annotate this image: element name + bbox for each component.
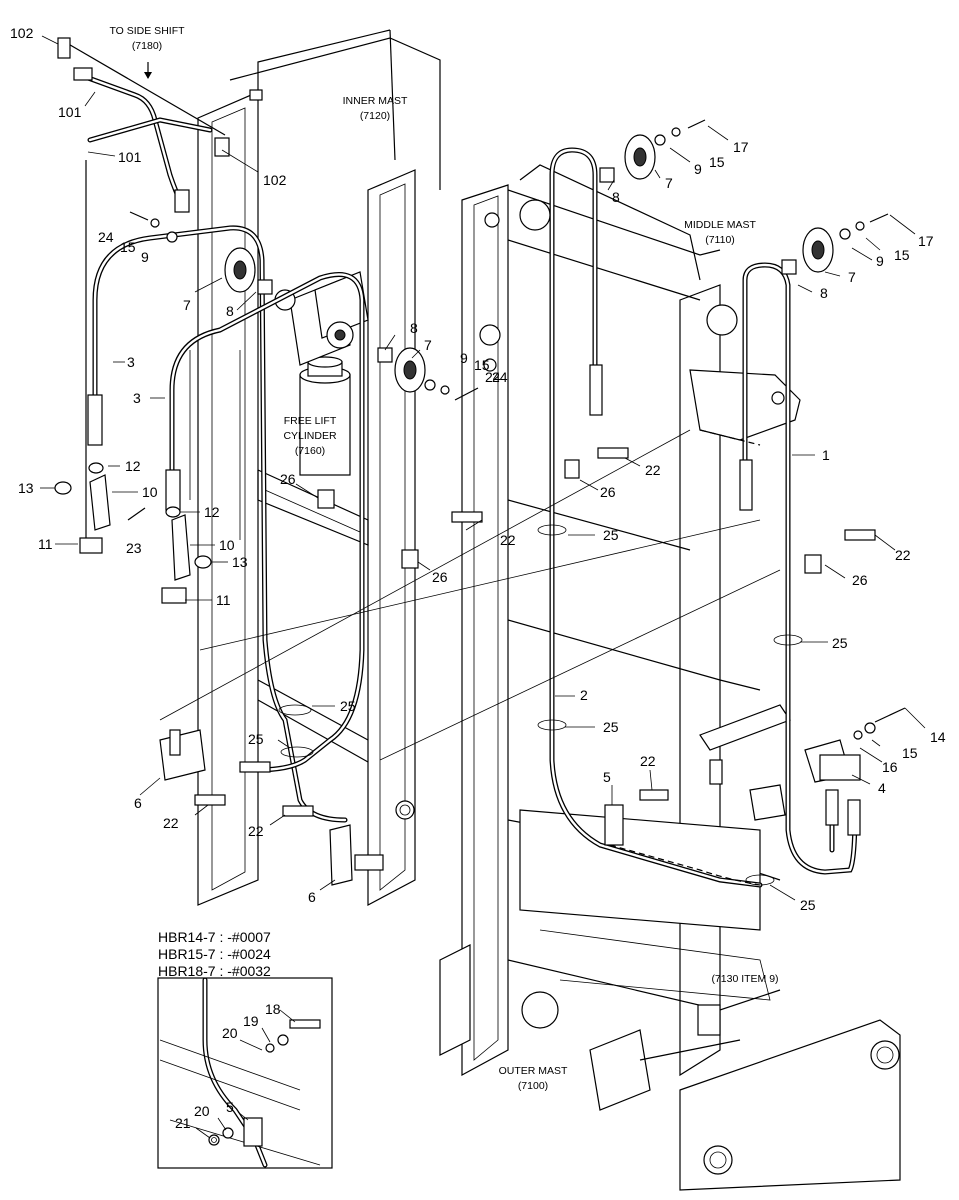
callout: 15 (894, 247, 910, 263)
callout: 11 (216, 592, 231, 608)
caption-item-ref: (7130 ITEM 9) (711, 973, 778, 985)
middle-mast-drawing (461, 164, 801, 1077)
free-lift-cylinder-drawing (274, 271, 369, 476)
callout: 17 (918, 233, 934, 249)
callout: 25 (340, 698, 356, 714)
callout: 25 (603, 719, 619, 735)
callout: 7 (665, 175, 673, 191)
callout: 1 (822, 447, 830, 463)
callout: 7 (424, 337, 432, 353)
callout: 26 (600, 484, 616, 500)
callout: 7 (848, 269, 856, 285)
callout: 101 (118, 149, 142, 165)
callout: 18 (265, 1001, 281, 1017)
callout: 22 (248, 823, 264, 839)
callout: 9 (694, 161, 702, 177)
callout-leaders (40, 35, 926, 1139)
callout: 3 (127, 354, 135, 370)
callout: 9 (141, 249, 149, 265)
callout: 12 (204, 504, 220, 520)
callout: 24 (492, 369, 508, 385)
callout: 3 (133, 390, 141, 406)
caption-inner-mast-line-1: INNER MAST (343, 95, 408, 107)
callout-numbers: 102 101 101 102 24 15 9 7 8 3 3 12 13 10… (10, 25, 946, 1131)
inset-note-hbr18: HBR18-7 : -#0032 (158, 963, 271, 979)
callout: 20 (222, 1025, 238, 1041)
callout: 22 (163, 815, 179, 831)
callout: 22 (500, 532, 516, 548)
callout: 8 (226, 303, 234, 319)
callout: 14 (930, 729, 946, 745)
caption-middle-mast-line-2: (7110) (705, 234, 735, 246)
inset-note-hbr14: HBR14-7 : -#0007 (158, 929, 271, 945)
callout: 8 (820, 285, 828, 301)
callout: 22 (645, 462, 661, 478)
callout: 26 (432, 569, 448, 585)
callout: 2 (580, 687, 588, 703)
callout: 8 (410, 320, 418, 336)
callout: 9 (876, 253, 884, 269)
outer-mast-drawing (439, 809, 901, 1191)
callout: 24 (485, 369, 501, 385)
caption-inner-mast-line-2: (7120) (360, 110, 390, 122)
callout: 6 (308, 889, 316, 905)
callout: 4 (878, 780, 886, 796)
callout: 13 (18, 480, 34, 496)
callout: 16 (882, 759, 898, 775)
callout: 9 (460, 350, 468, 366)
callout: 10 (142, 484, 158, 500)
callout: 23 (126, 540, 142, 556)
callout: 5 (603, 769, 611, 785)
caption-to-side-shift-line-2: (7180) (132, 40, 162, 52)
captions: TO SIDE SHIFT (7180) INNER MAST (7120) M… (109, 25, 778, 1092)
callout: 6 (134, 795, 142, 811)
caption-free-lift-line-3: (7160) (295, 445, 325, 457)
callout: 26 (852, 572, 868, 588)
callout: 19 (243, 1013, 259, 1029)
callout: 15 (902, 745, 918, 761)
callout: 24 (98, 229, 114, 245)
caption-to-side-shift-line-1: TO SIDE SHIFT (109, 25, 185, 37)
callout: 21 (175, 1115, 191, 1131)
callout: 25 (603, 527, 619, 543)
callout: 13 (232, 554, 248, 570)
caption-middle-mast-line-1: MIDDLE MAST (684, 219, 756, 231)
callout: 22 (895, 547, 911, 563)
callout: 25 (832, 635, 848, 651)
caption-free-lift-line-2: CYLINDER (283, 430, 337, 442)
callout: 25 (800, 897, 816, 913)
callout: 17 (733, 139, 749, 155)
inset-note-hbr15: HBR15-7 : -#0024 (158, 946, 271, 962)
callout: 15 (474, 357, 490, 373)
callout: 8 (612, 189, 620, 205)
callout: 102 (263, 172, 287, 188)
callout: 22 (640, 753, 656, 769)
callout: 26 (280, 471, 296, 487)
callout: 102 (10, 25, 34, 41)
fittings-and-hardware (54, 37, 906, 886)
callout: 20 (194, 1103, 210, 1119)
caption-free-lift-line-1: FREE LIFT (284, 415, 337, 427)
callout: 10 (219, 537, 235, 553)
callout: 25 (248, 731, 264, 747)
callout: 11 (38, 536, 53, 552)
caption-outer-mast-line-1: OUTER MAST (499, 1065, 568, 1077)
callout: 15 (709, 154, 725, 170)
caption-outer-mast-line-2: (7100) (518, 1080, 548, 1092)
callout: 12 (125, 458, 141, 474)
callout: 7 (183, 297, 191, 313)
callout: 5 (226, 1099, 234, 1115)
inset-notes: HBR14-7 : -#0007 HBR15-7 : -#0024 HBR18-… (158, 929, 271, 979)
callout: 15 (120, 239, 136, 255)
callout: 101 (58, 104, 82, 120)
inset-detail (157, 977, 333, 1169)
